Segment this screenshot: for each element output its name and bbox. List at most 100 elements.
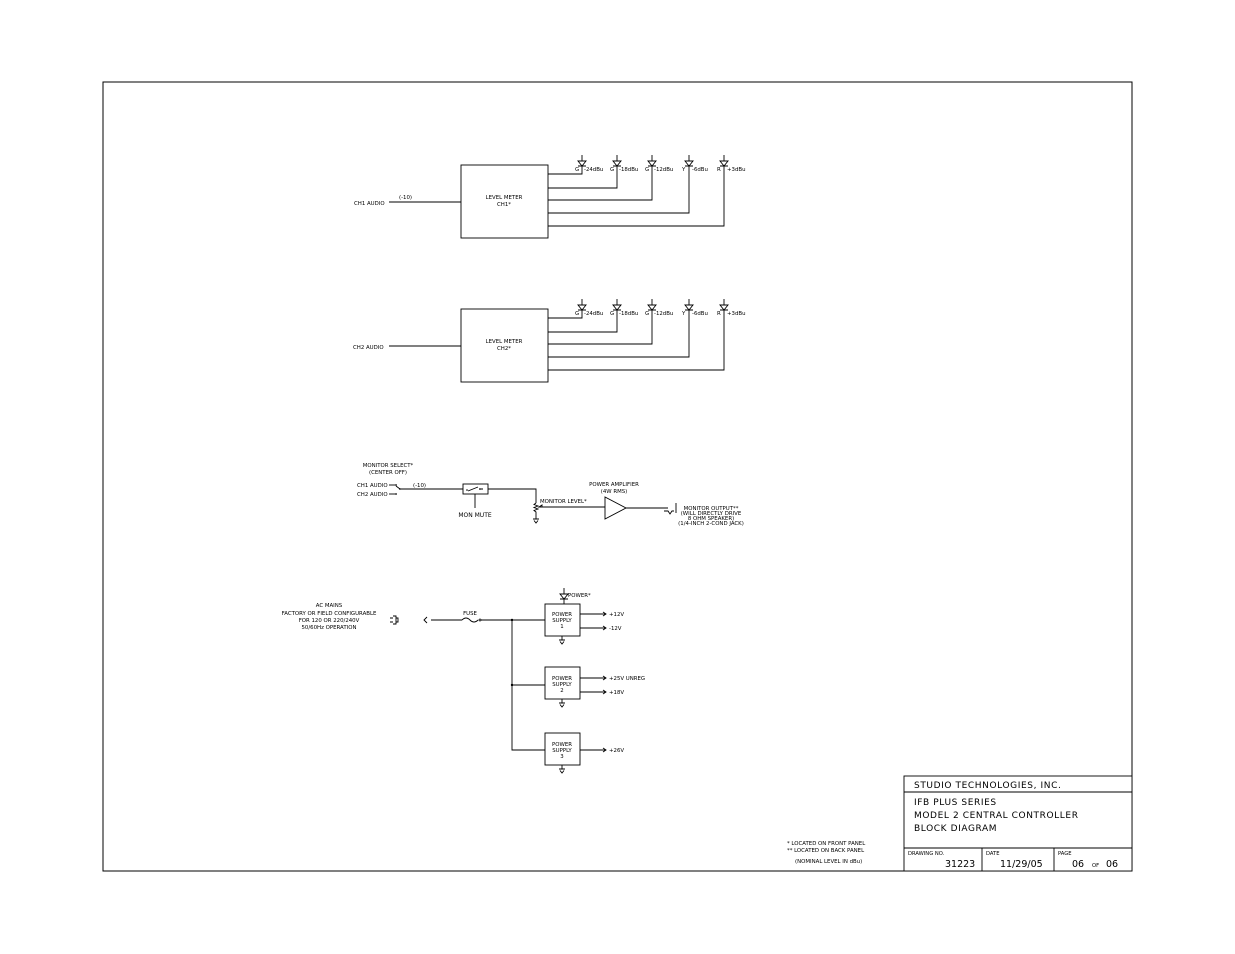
legend-notes: * LOCATED ON FRONT PANEL ** LOCATED ON B… <box>787 841 865 865</box>
level-meter-ch2-section: CH2 AUDIO LEVEL METER CH2* G -24dBu G -1… <box>353 299 745 383</box>
led-ch2-4: Y -6dBu <box>681 299 708 317</box>
led-diode-icon <box>577 304 587 311</box>
led-color: G <box>610 311 614 317</box>
page-of: OF <box>1092 863 1099 869</box>
led-level: -18dBu <box>619 311 638 317</box>
monitor-level-pot-icon <box>532 502 540 519</box>
led-color: G <box>575 311 579 317</box>
fuse-label: FUSE <box>463 611 477 617</box>
page-label: PAGE <box>1058 851 1072 857</box>
power-supply-2-num: 2 <box>560 688 563 694</box>
led-color: G <box>610 167 614 173</box>
power-supply-1-out1: +12V <box>609 612 624 618</box>
led-ch1-3: G -12dBu <box>645 155 673 173</box>
ground-icon <box>559 765 565 774</box>
drawing-title: BLOCK DIAGRAM <box>914 824 997 834</box>
power-supply-2-line2: SUPPLY <box>552 682 572 688</box>
led-color: G <box>645 167 649 173</box>
power-section: AC MAINS FACTORY OR FIELD CONFIGURABLE F… <box>282 588 645 774</box>
fuse-icon <box>461 617 479 623</box>
power-supply-3-out1: +26V <box>609 748 624 754</box>
led-diode-icon <box>684 304 694 311</box>
date-label: DATE <box>986 851 1000 857</box>
note-back-panel: ** LOCATED ON BACK PANEL <box>787 848 864 854</box>
power-amplifier-triangle <box>604 496 627 520</box>
ground-icon <box>559 699 565 708</box>
power-amplifier-label: POWER AMPLIFIER <box>589 482 639 488</box>
monitor-select-center-off: (CENTER OFF) <box>369 470 407 476</box>
note-nominal-level: (NOMINAL LEVEL IN dBu) <box>795 859 862 865</box>
drawing-no-label: DRAWING NO. <box>908 851 945 857</box>
note-front-panel: * LOCATED ON FRONT PANEL <box>787 841 865 847</box>
power-supply-1-num: 1 <box>560 624 563 630</box>
ac-plug-icon <box>390 615 399 625</box>
power-supply-1-out2: -12V <box>609 626 622 632</box>
monitor-output-note3: (1/4-INCH 2-COND JACK) <box>678 521 744 527</box>
company-name: STUDIO TECHNOLOGIES, INC. <box>914 781 1061 791</box>
level-meter-ch1-channel: CH1* <box>497 202 511 208</box>
monitor-output-note2: 8 OHM SPEAKER) <box>688 516 734 522</box>
date-value: 11/29/05 <box>1000 859 1043 870</box>
led-color: R <box>717 311 721 317</box>
ch1-input-level: (-10) <box>399 195 412 201</box>
led-ch1-4: Y -6dBu <box>681 155 708 173</box>
monitor-level-label: MONITOR LEVEL* <box>540 499 587 505</box>
power-led-label: POWER* <box>568 593 591 599</box>
led-color: Y <box>681 167 686 173</box>
led-diode-icon <box>647 304 657 311</box>
led-level: -12dBu <box>654 167 673 173</box>
power-supply-2-out2: +18V <box>609 690 624 696</box>
led-diode-icon <box>719 160 729 167</box>
power-supply-2-line1: POWER <box>552 676 572 682</box>
model-name: MODEL 2 CENTRAL CONTROLLER <box>914 811 1079 821</box>
led-diode-icon <box>684 160 694 167</box>
power-supply-3-line2: SUPPLY <box>552 748 572 754</box>
power-supply-2-out1: +25V UNREG <box>609 676 645 682</box>
led-ch2-5: R +3dBu <box>717 299 745 317</box>
mon-mute-label: MON MUTE <box>458 512 492 519</box>
ac-mains-config: FACTORY OR FIELD CONFIGURABLE <box>282 611 377 617</box>
title-block: STUDIO TECHNOLOGIES, INC. IFB PLUS SERIE… <box>903 775 1133 872</box>
power-supply-3-line1: POWER <box>552 742 572 748</box>
led-color: Y <box>681 311 686 317</box>
page-value: 06 <box>1072 859 1084 870</box>
monitor-output-note1: (WILL DIRECTLY DRIVE <box>681 511 742 517</box>
monitor-ch2-audio: CH2 AUDIO <box>357 492 388 498</box>
led-ch1-2: G -18dBu <box>610 155 638 173</box>
monitor-output-label: MONITOR OUTPUT** <box>684 506 739 512</box>
power-amplifier-rating: (4W RMS) <box>601 489 628 495</box>
level-meter-ch1-box <box>460 164 549 239</box>
led-diode-icon <box>719 304 729 311</box>
ac-mains-voltage: FOR 120 OR 220/240V <box>299 618 360 624</box>
level-meter-ch2-box <box>460 308 549 383</box>
monitor-select-switch-icon <box>389 484 401 495</box>
led-color: G <box>575 167 579 173</box>
monitor-select-label: MONITOR SELECT* <box>363 463 414 469</box>
power-supply-1-line2: SUPPLY <box>552 618 572 624</box>
led-level: -12dBu <box>654 311 673 317</box>
page-total: 06 <box>1106 859 1118 870</box>
led-ch1-1: G -24dBu <box>575 155 603 173</box>
level-meter-ch2-channel: CH2* <box>497 346 511 352</box>
drawing-border <box>102 81 1133 872</box>
level-meter-ch1-label: LEVEL METER <box>486 195 523 201</box>
power-supply-2: POWER SUPPLY 2 +25V UNREG +18V <box>544 666 645 708</box>
led-level: -6dBu <box>692 311 708 317</box>
level-meter-ch2-label: LEVEL METER <box>486 339 523 345</box>
output-jack-icon <box>664 503 677 515</box>
led-ch1-5: R +3dBu <box>717 155 745 173</box>
power-supply-3-num: 3 <box>560 754 563 760</box>
led-level: +3dBu <box>727 311 745 317</box>
ground-icon <box>559 636 565 645</box>
power-supply-1-line1: POWER <box>552 612 572 618</box>
mon-mute-switch <box>462 483 489 495</box>
power-supply-1: POWER SUPPLY 1 +12V -12V <box>544 603 624 645</box>
led-diode-icon <box>577 160 587 167</box>
level-meter-ch1-section: CH1 AUDIO (-10) LEVEL METER CH1* G -24dB… <box>354 155 745 239</box>
led-ch2-2: G -18dBu <box>610 299 638 317</box>
power-supply-3: POWER SUPPLY 3 +26V <box>544 732 624 774</box>
led-color: G <box>645 311 649 317</box>
led-diode-icon <box>612 160 622 167</box>
led-diode-icon <box>612 304 622 311</box>
ac-mains-label: AC MAINS <box>316 603 343 609</box>
